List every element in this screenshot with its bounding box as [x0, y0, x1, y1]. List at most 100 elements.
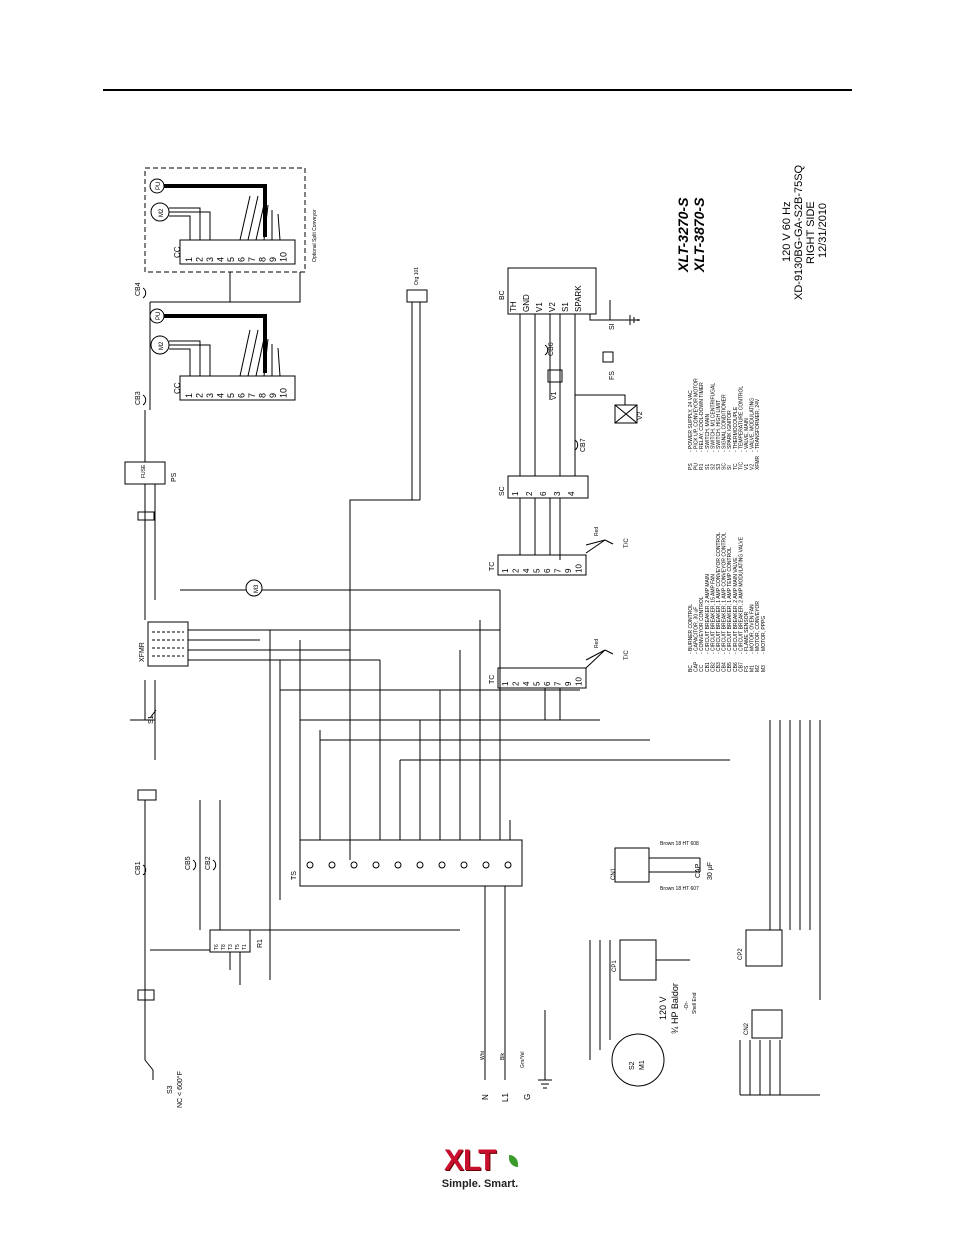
cb4-symbol — [142, 287, 147, 299]
svg-text:CB1: CB1 — [135, 861, 142, 875]
cc-pin-optional: 5 — [226, 257, 236, 262]
svg-text:PU: PU — [156, 312, 162, 320]
svg-text:Brown 18 HT 607: Brown 18 HT 607 — [660, 886, 699, 892]
legend-code: CB4 — [722, 662, 728, 672]
legend-code: CB1 — [705, 662, 711, 672]
thermocouple-lower — [585, 649, 614, 669]
cp2-connector — [745, 929, 783, 967]
legend-code: SI — [727, 465, 733, 470]
cc-pin-optional: 7 — [247, 257, 257, 262]
svg-text:FS: FS — [609, 371, 616, 380]
legend-desc: - RELAY, COOL-DOWN TIMER — [699, 382, 705, 452]
legend-desc: - MOTOR, CONVEYOR — [755, 601, 761, 654]
svg-text:CN1: CN1 — [611, 867, 617, 880]
svg-text:M2: M2 — [159, 208, 165, 217]
cb3-symbol — [142, 394, 147, 406]
motor-wires — [169, 340, 211, 376]
logo-tagline: Simple. Smart. — [441, 1178, 519, 1190]
pppg-motor — [245, 579, 263, 597]
svg-text:CN2: CN2 — [744, 1022, 750, 1035]
svg-text:Red: Red — [594, 639, 600, 648]
svg-text:S1: S1 — [148, 715, 155, 724]
svg-text:CB5: CB5 — [185, 856, 192, 870]
svg-text:¾ HP Baldor: ¾ HP Baldor — [670, 983, 680, 1034]
svg-text:Grn/Yel: Grn/Yel — [520, 1052, 526, 1069]
svg-text:Shell End: Shell End — [692, 992, 698, 1014]
s3-connector — [137, 989, 155, 1001]
cc-pin-optional: 1 — [184, 257, 194, 262]
svg-text:30 μF: 30 μF — [707, 862, 714, 880]
r1-pin: T1 — [242, 944, 248, 950]
svg-text:CB7: CB7 — [580, 438, 587, 452]
oven-fan-motor — [611, 1033, 665, 1087]
legend-desc: - VALVE, MAIN — [744, 418, 750, 452]
legend-desc: - CIRCUIT BREAKER, 2 AMP MAIN — [705, 574, 711, 654]
legend-code: PU — [694, 463, 700, 470]
legend-code: R1 — [699, 463, 705, 470]
cc-pin-optional: 2 — [195, 257, 205, 262]
pickup-wires-optional — [239, 195, 281, 241]
legend-code: M2 — [755, 665, 761, 672]
svg-text:PS: PS — [171, 472, 178, 482]
bus-wires — [269, 590, 511, 980]
tc-pin-upper: 5 — [533, 568, 542, 573]
tc-pin-upper: 7 — [554, 568, 563, 573]
bc-pin: V2 — [548, 302, 557, 312]
legend-code: TC — [733, 463, 739, 470]
svg-text:SC: SC — [499, 486, 506, 496]
sc-pin: 1 — [511, 491, 520, 496]
cc-pin: 5 — [226, 393, 236, 398]
svg-text:Blk: Blk — [500, 1053, 506, 1060]
legend-desc: - SIGNAL CONDITIONER — [722, 394, 728, 452]
legend-code: CB3 — [716, 662, 722, 672]
tc-pin-upper: 2 — [512, 568, 521, 573]
legend-desc: - SWITCH, M1 CENTRIFUGAL — [710, 383, 716, 452]
legend-desc: - SWITCH, HIGH LIMIT — [716, 400, 722, 452]
legend-code: CAP — [694, 661, 700, 672]
xlt-logo: XLT Simple. Smart. — [430, 1140, 530, 1192]
svg-text:CAP: CAP — [695, 863, 702, 878]
tc-pin-upper: 9 — [564, 568, 573, 573]
xfmr-wires — [144, 600, 380, 860]
cc-pin: 1 — [184, 393, 194, 398]
svg-text:TC: TC — [489, 675, 496, 684]
legend-code: V1 — [744, 464, 750, 470]
svg-text:Org 101: Org 101 — [414, 267, 420, 285]
cc-pin-optional: 10 — [279, 252, 289, 262]
r1-pin: T3 — [228, 944, 234, 950]
cc-pin: 9 — [268, 393, 278, 398]
svg-text:N: N — [481, 1094, 490, 1100]
terminal-strip — [299, 839, 523, 887]
legend-desc: - CIRCUIT BREAKER, 1 AMP CONVEYOR CONTRO… — [722, 532, 728, 654]
tc-pin-lower: 9 — [564, 681, 573, 686]
tc-pin-upper: 10 — [575, 564, 584, 573]
svg-text:SI: SI — [609, 323, 616, 330]
svg-text:M1: M1 — [639, 1060, 646, 1070]
legend-desc: - CIRCUIT BREAKER, 2 AMP MAIN VALVE — [733, 557, 739, 654]
cc-pin: 3 — [205, 393, 215, 398]
conveyor-control: CC — [173, 375, 296, 401]
svg-text:R1: R1 — [257, 939, 264, 948]
terminal-strip-posts — [306, 861, 512, 869]
r1-pin: T6 — [214, 944, 220, 950]
sc-pin: 6 — [539, 491, 548, 496]
cc-pin-optional: 8 — [258, 257, 268, 262]
svg-text:CB6: CB6 — [548, 342, 555, 356]
flame-sensor — [602, 351, 614, 363]
svg-text:CB3: CB3 — [135, 391, 142, 405]
tc-pin-lower: 2 — [512, 681, 521, 686]
legend-desc: - POWER SUPPLY, 24 VAC — [688, 390, 694, 452]
svg-text:BC: BC — [499, 290, 506, 300]
legend-code: CB7 — [738, 662, 744, 672]
svg-text:V1: V1 — [551, 391, 558, 400]
cb1-symbol — [142, 864, 147, 876]
s1-switch-symbol — [149, 709, 157, 719]
legend-desc: - CONVEYOR CONTROL — [699, 596, 705, 654]
bc-pin: SPARK — [574, 285, 583, 312]
svg-text:PU: PU — [156, 182, 162, 190]
cp1-connector — [619, 939, 657, 981]
svg-text:T/C: T/C — [624, 538, 630, 548]
motor-wires-optional — [169, 207, 211, 240]
